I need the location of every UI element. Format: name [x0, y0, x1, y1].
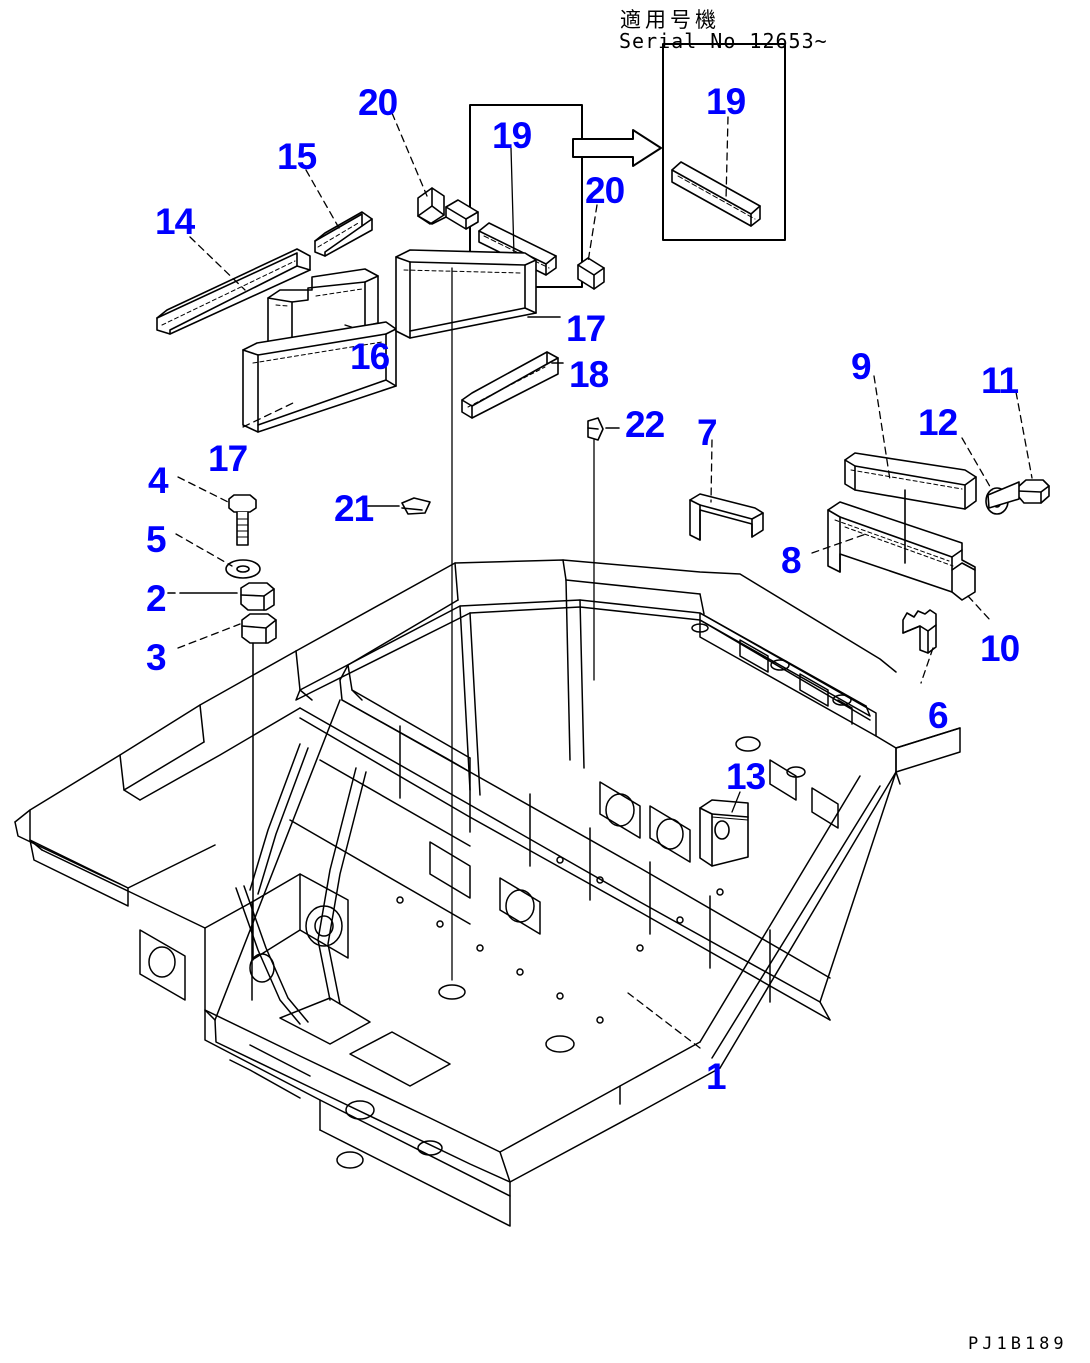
- callout-number-16: 16: [350, 336, 390, 377]
- part-2: [240, 582, 275, 611]
- part-7: [689, 493, 764, 541]
- callout-number-1: 1: [706, 1056, 727, 1097]
- callout-number-22: 22: [625, 404, 665, 445]
- part-3: [241, 613, 277, 644]
- callout-number-2: 2: [146, 578, 167, 619]
- part-15: [314, 211, 373, 257]
- callout-number-20: 20: [585, 170, 625, 211]
- part-14: [156, 248, 311, 335]
- part-5-washer: [225, 559, 261, 579]
- callout-number-19: 19: [706, 81, 746, 122]
- callout-number-11: 11: [981, 360, 1019, 401]
- part-18: [461, 351, 559, 419]
- callout-number-18: 18: [569, 354, 609, 395]
- callout-number-15: 15: [277, 136, 317, 177]
- callout-number-20: 20: [358, 82, 398, 123]
- callout-number-7: 7: [697, 412, 718, 453]
- callout-number-14: 14: [155, 201, 195, 242]
- callout-number-4: 4: [148, 460, 169, 501]
- part-17-center: [395, 249, 537, 339]
- callout-number-5: 5: [146, 519, 167, 560]
- callout-number-10: 10: [980, 628, 1020, 669]
- part-9: [844, 452, 977, 510]
- part-19-right: [671, 161, 761, 227]
- part-22: [587, 417, 604, 441]
- part-4-bolt: [228, 494, 257, 546]
- transition-arrow-icon: [572, 129, 662, 167]
- main-frame-part-1: [14, 559, 961, 1227]
- drawing-code-label: PJ1B189: [968, 1334, 1068, 1354]
- callout-number-3: 3: [146, 637, 167, 678]
- part-6: [902, 609, 937, 654]
- callout-number-17: 17: [566, 308, 606, 349]
- callout-number-12: 12: [918, 402, 958, 443]
- callout-number-8: 8: [781, 540, 802, 581]
- part-21: [401, 497, 431, 515]
- callout-number-17: 17: [208, 438, 248, 479]
- callout-number-9: 9: [851, 346, 872, 387]
- header-japanese-note: 適用号機: [620, 8, 720, 32]
- part-11-bolt: [987, 479, 1050, 509]
- callout-number-21: 21: [334, 488, 374, 529]
- part-20-upper: [417, 187, 479, 230]
- callout-number-19: 19: [492, 115, 532, 156]
- callout-number-6: 6: [928, 695, 949, 736]
- part-8-rail: [827, 501, 976, 601]
- part-13: [699, 799, 749, 867]
- header-serial-note: Serial No 12653~: [619, 29, 828, 53]
- callout-number-13: 13: [726, 756, 766, 797]
